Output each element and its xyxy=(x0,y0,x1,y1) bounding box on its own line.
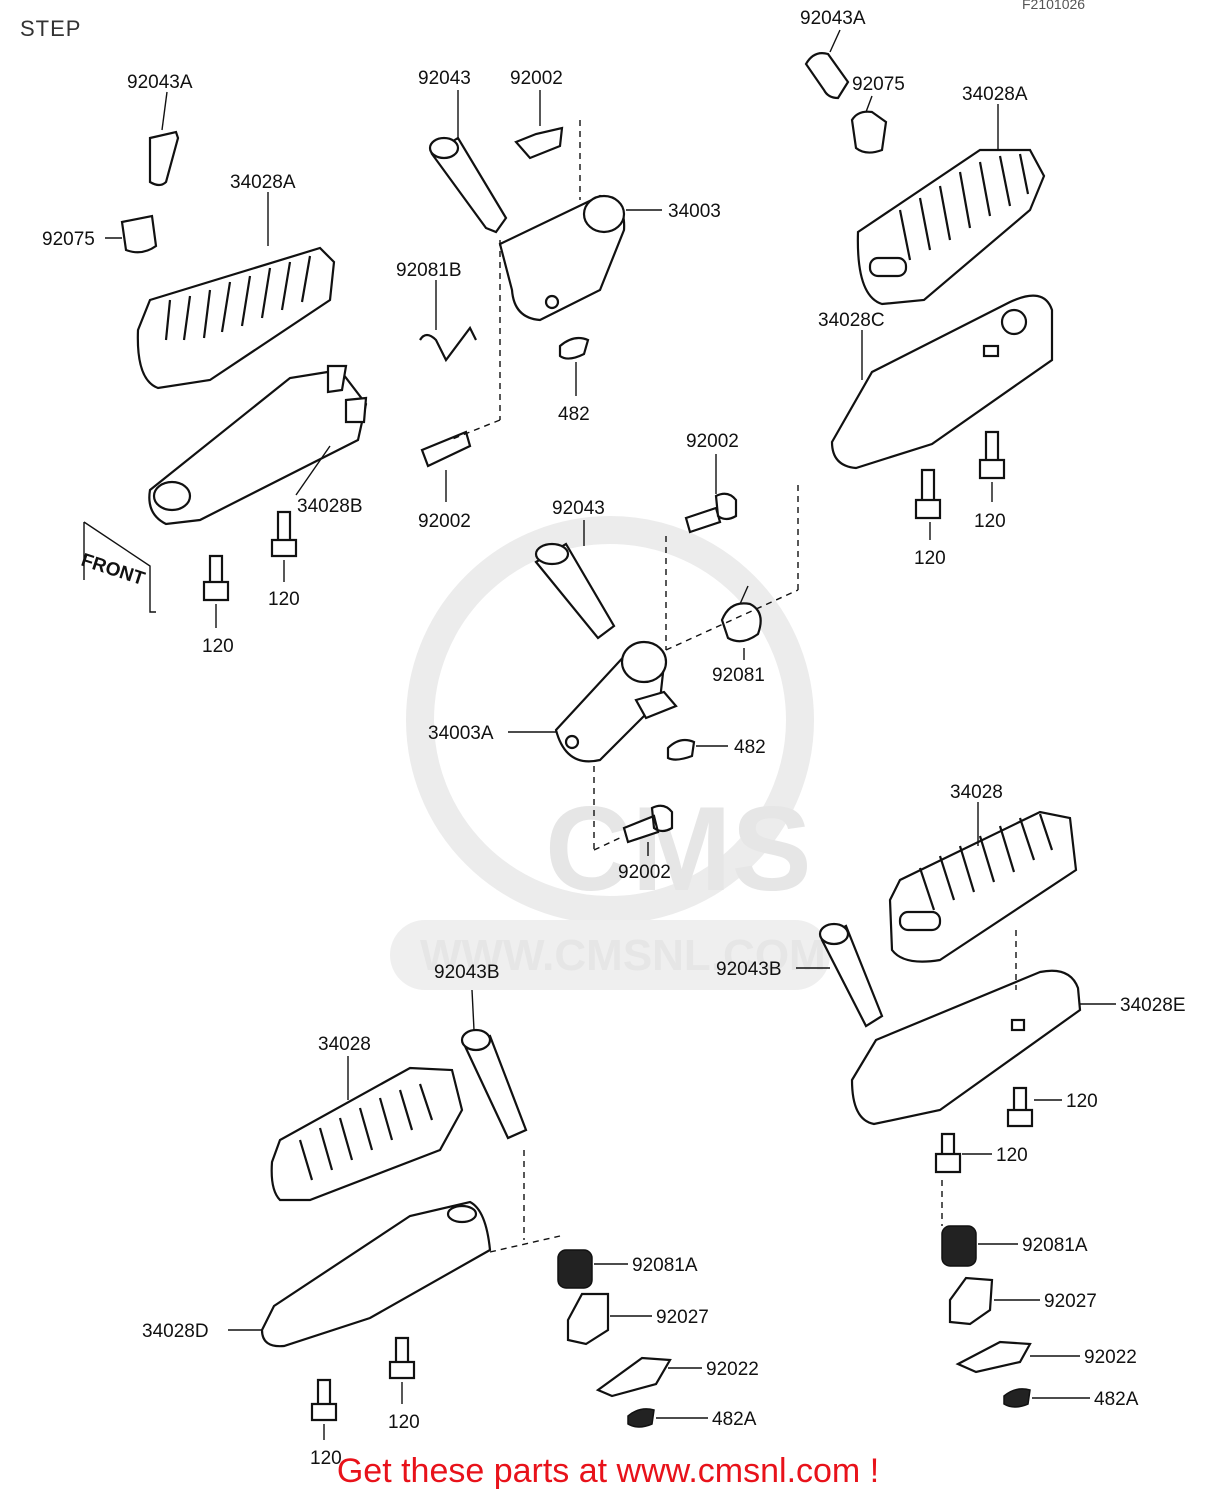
step-rubber-part xyxy=(136,246,336,390)
footer-link-text[interactable]: Get these parts at www.cmsnl.com ! xyxy=(336,1452,880,1490)
step-bracket-part xyxy=(850,969,1082,1126)
ball-part xyxy=(558,336,590,360)
bolt-part xyxy=(978,430,1006,480)
step-holder-part xyxy=(498,194,626,322)
part-label: 92081B xyxy=(396,260,462,281)
watermark-url: WWW.CMSNL.COM xyxy=(420,931,826,980)
part-label: 92081 xyxy=(712,665,765,686)
part-label: 120 xyxy=(996,1145,1028,1166)
part-label: 34028C xyxy=(818,310,885,331)
bolt-part xyxy=(934,1132,962,1174)
spring-part xyxy=(557,1249,593,1289)
top-center-assembly: 92043 92002 34003 92081B 482 92002 xyxy=(396,68,721,532)
part-label: 92027 xyxy=(656,1307,709,1328)
part-label: 34003 xyxy=(668,201,721,222)
part-label: 482A xyxy=(712,1409,757,1430)
step-bracket-part xyxy=(260,1200,492,1348)
part-label: 34003A xyxy=(428,723,494,744)
svg-text:FRONT: FRONT xyxy=(78,550,147,590)
part-label: 92043A xyxy=(800,8,866,29)
top-right-assembly: 92043A 92075 34028A 34028C 120 120 xyxy=(800,8,1054,569)
top-left-assembly: FRONT 92043A 92075 34028A 34028B 120 120 xyxy=(42,72,368,657)
bolt-part xyxy=(914,468,942,520)
part-label: 34028A xyxy=(230,172,296,193)
part-label: 120 xyxy=(202,636,234,657)
part-label: 34028B xyxy=(297,496,363,517)
spring-part xyxy=(941,1225,977,1267)
bolt-part xyxy=(202,554,230,602)
plate-part xyxy=(955,1340,1032,1374)
center-assembly: 92002 92043 92081 34003A 482 92002 xyxy=(428,431,799,883)
bolt-part xyxy=(1006,1086,1034,1128)
bolt-part xyxy=(310,1378,338,1422)
bottom-left-assembly: 92043B 34028 34028D 120 120 92081A 92027… xyxy=(142,962,759,1469)
part-label: 482A xyxy=(1094,1389,1139,1410)
part-label: 120 xyxy=(914,548,946,569)
part-label: 34028A xyxy=(962,84,1028,105)
part-label: 92043B xyxy=(434,962,500,983)
bushing-part xyxy=(120,214,158,254)
spring-part xyxy=(720,602,762,643)
step-bracket-part xyxy=(148,364,368,526)
step-rubber-part xyxy=(270,1066,464,1202)
part-label: 120 xyxy=(388,1412,420,1433)
part-label: 482 xyxy=(734,737,766,758)
bolt-part xyxy=(420,430,472,468)
step-holder-part xyxy=(554,640,678,763)
pin-part xyxy=(148,130,180,187)
step-rubber-part xyxy=(888,810,1078,963)
part-label: 120 xyxy=(268,589,300,610)
part-label: 92043 xyxy=(552,498,605,519)
plunger-part xyxy=(566,1292,610,1346)
ball-part xyxy=(666,738,696,761)
part-label: 482 xyxy=(558,404,590,425)
part-label: 92022 xyxy=(706,1359,759,1380)
plate-part xyxy=(595,1356,672,1398)
part-label: 92075 xyxy=(852,74,905,95)
bolt-part xyxy=(622,804,674,844)
ball-part xyxy=(1003,1388,1031,1408)
bolt-part xyxy=(270,510,298,558)
part-label: 92075 xyxy=(42,229,95,250)
part-label: 92002 xyxy=(686,431,739,452)
part-label: 92081A xyxy=(632,1255,698,1276)
pin-part xyxy=(462,1034,528,1140)
part-label: 34028D xyxy=(142,1321,209,1342)
part-label: 120 xyxy=(1066,1091,1098,1112)
part-label: 92043B xyxy=(716,959,782,980)
part-label: 92002 xyxy=(618,862,671,883)
part-label: 92081A xyxy=(1022,1235,1088,1256)
bolt-part xyxy=(514,126,564,160)
spring-part xyxy=(419,325,477,363)
watermark: CMS WWW.CMSNL.COM xyxy=(390,516,830,990)
bottom-right-assembly: 34028 92043B 34028E 120 120 92081A 92027… xyxy=(716,782,1186,1410)
part-label: 92002 xyxy=(418,511,471,532)
part-label: 120 xyxy=(974,511,1006,532)
part-label: 92027 xyxy=(1044,1291,1097,1312)
step-rubber-part xyxy=(856,148,1046,306)
part-label: 92043 xyxy=(418,68,471,89)
pin-part xyxy=(804,52,850,100)
page-title: STEP xyxy=(20,16,82,41)
part-label: 92043A xyxy=(127,72,193,93)
part-label: 34028 xyxy=(318,1034,371,1055)
part-label: 92002 xyxy=(510,68,563,89)
reference-code: F2101026 xyxy=(1022,0,1086,12)
front-direction-mark: FRONT xyxy=(78,521,156,613)
ball-part xyxy=(627,1408,655,1428)
watermark-brand: CMS xyxy=(545,782,812,916)
bolt-part xyxy=(684,492,738,534)
bushing-part xyxy=(850,110,888,154)
plunger-part xyxy=(948,1276,994,1326)
bolt-part xyxy=(388,1336,416,1380)
part-label: 34028E xyxy=(1120,995,1186,1016)
part-label: 120 xyxy=(310,1448,342,1469)
part-label: 34028 xyxy=(950,782,1003,803)
part-label: 92022 xyxy=(1084,1347,1137,1368)
step-bracket-part xyxy=(830,294,1054,470)
